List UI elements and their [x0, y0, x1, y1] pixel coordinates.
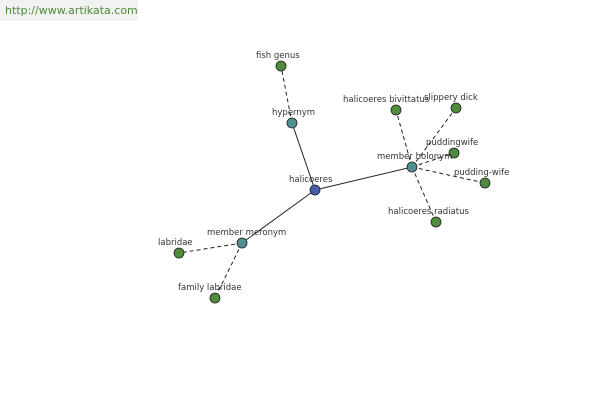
edge-halicoeres-to-hypernym [291, 122, 316, 191]
node-member-holonym[interactable] [406, 161, 418, 173]
node-label-slippery-dick: slippery dick [424, 93, 478, 103]
edge-halicoeres-to-member-holonym [314, 166, 413, 191]
edge-member-holonym-to-slippery-dick [411, 107, 457, 168]
node-halicoeres-bivittatus[interactable] [390, 104, 402, 116]
node-family-labridae[interactable] [209, 292, 221, 304]
node-member-meronym[interactable] [236, 237, 248, 249]
node-label-family-labridae: family labridae [178, 283, 242, 293]
site-url-watermark: http://www.artikata.com [0, 0, 138, 21]
node-label-pudding-wife: pudding-wife [454, 168, 509, 178]
edge-member-holonym-to-puddingwife [411, 152, 455, 168]
graph-nodes [173, 60, 491, 304]
edge-hypernym-to-fish-genus [280, 65, 293, 124]
node-label-member-meronym: member meronym [207, 228, 286, 238]
node-halicoeres[interactable] [309, 184, 321, 196]
node-label-hypernym: hypernym [272, 108, 315, 118]
node-label-puddingwife: puddingwife [426, 138, 478, 148]
node-labridae[interactable] [173, 247, 185, 259]
edge-member-holonym-to-pudding-wife [411, 166, 486, 184]
node-hypernym[interactable] [286, 117, 298, 129]
node-label-member-holonym: member holonym [377, 152, 452, 162]
node-label-labridae: labridae [158, 238, 193, 248]
edge-member-holonym-to-halicoeres-radiatus [411, 166, 437, 223]
edge-member-meronym-to-labridae [178, 242, 243, 254]
graph-edges [178, 65, 486, 299]
node-puddingwife[interactable] [448, 147, 460, 159]
edge-halicoeres-to-member-meronym [241, 189, 316, 244]
node-label-fish-genus: fish genus [256, 51, 300, 61]
node-fish-genus[interactable] [275, 60, 287, 72]
node-halicoeres-radiatus[interactable] [430, 216, 442, 228]
edge-member-holonym-to-halicoeres-bivittatus [395, 109, 413, 168]
graph-labels: halicoeres hypernym fish genus member holon… [158, 51, 509, 293]
node-slippery-dick[interactable] [450, 102, 462, 114]
node-label-halicoeres: halicoeres [289, 175, 333, 185]
node-label-halicoeres-bivittatus: halicoeres bivittatus [343, 95, 430, 105]
node-label-halicoeres-radiatus: halicoeres radiatus [388, 207, 469, 217]
edge-member-meronym-to-family-labridae [214, 242, 243, 299]
node-pudding-wife[interactable] [479, 177, 491, 189]
